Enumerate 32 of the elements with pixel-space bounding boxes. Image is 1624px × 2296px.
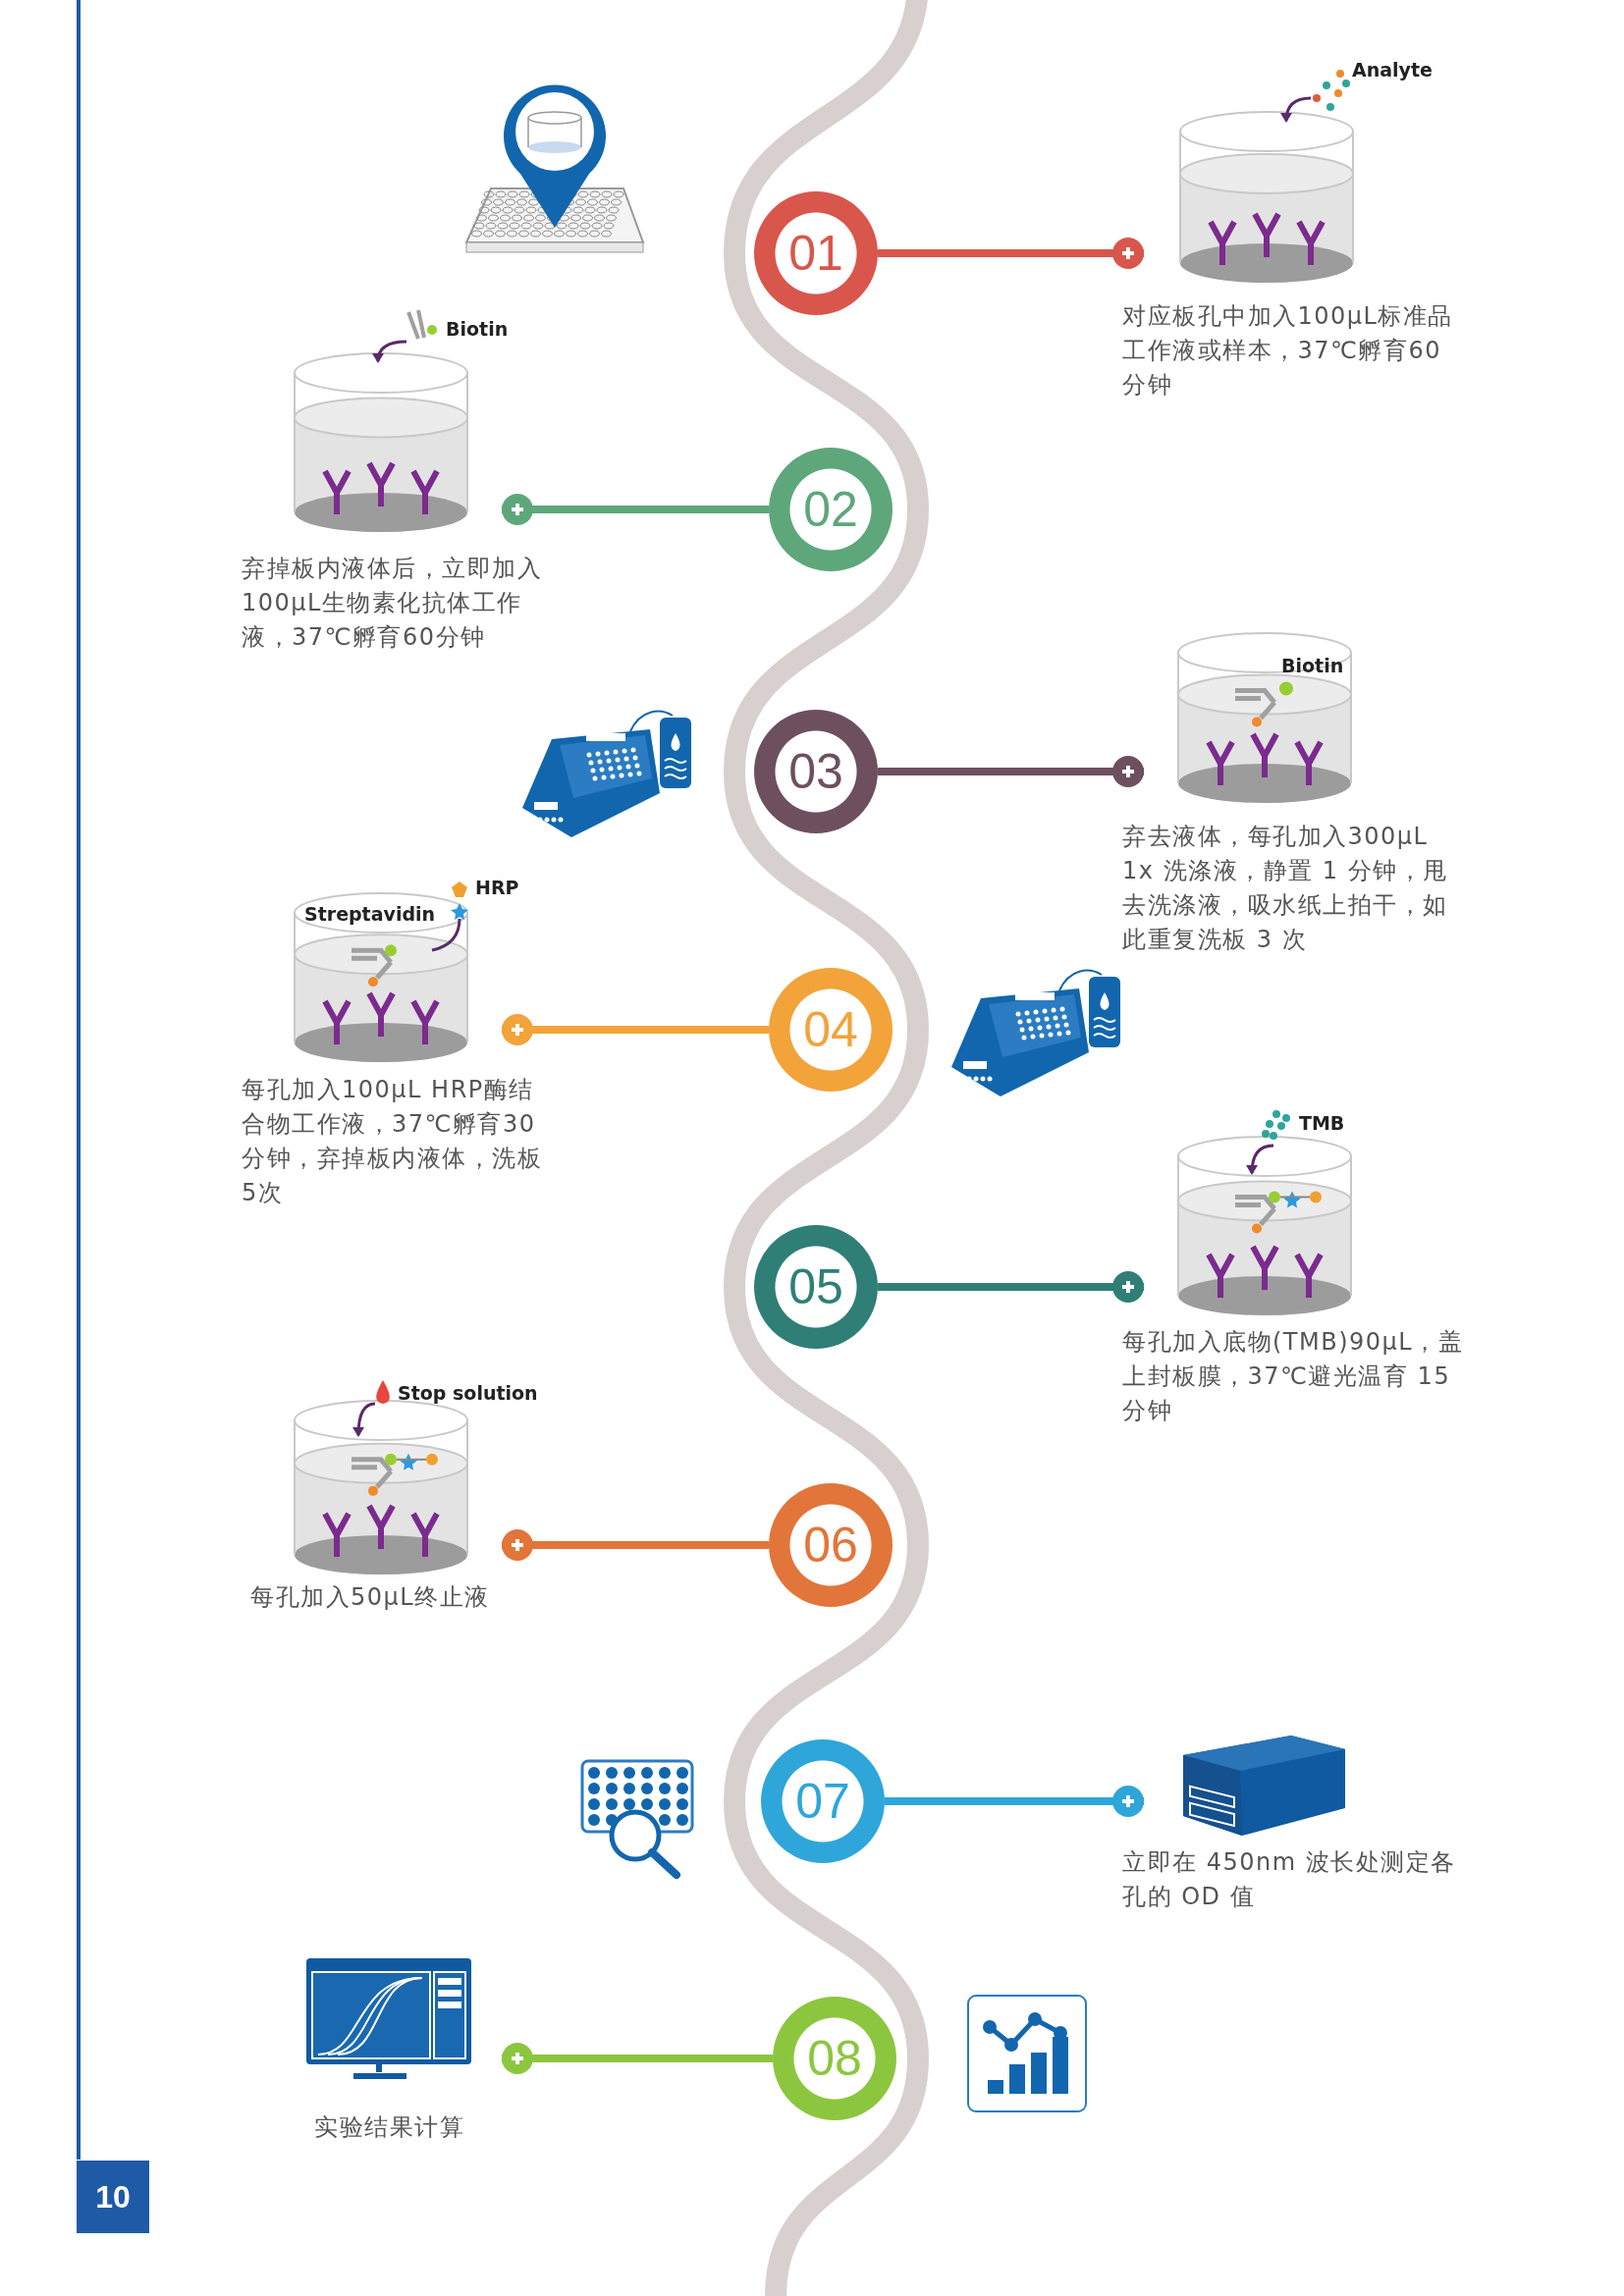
step-number-circle: 03 bbox=[754, 710, 878, 833]
step-description: 立即在 450nm 波长处测定各孔的 OD 值 bbox=[1122, 1847, 1457, 1912]
step-description: 弃去液体，每孔加入300μL 1x 洗涤液，静置 1 分钟，甩去洗涤液，吸水纸上拍干，如此重复洗板 3 次 bbox=[1122, 822, 1449, 955]
connector-line bbox=[500, 1527, 769, 1563]
reagent-label: Biotin bbox=[446, 318, 509, 340]
reagent-label: HRP bbox=[475, 877, 519, 898]
step-description: 每孔加入100μL HRP酶结合物工作液，37℃孵育30分钟，弃掉板内液体，洗板5次 bbox=[242, 1075, 543, 1208]
step-number-circle: 08 bbox=[773, 1997, 896, 2120]
connector-line bbox=[500, 2041, 773, 2076]
step-description: 每孔加入底物(TMB)90μL，盖上封板膜，37℃避光温育 15 分钟 bbox=[1122, 1327, 1465, 1426]
reagent-label: Biotin bbox=[1281, 655, 1344, 676]
connector-line bbox=[885, 1784, 1146, 1819]
step-number-circle: 07 bbox=[761, 1739, 885, 1863]
step-number-circle: 02 bbox=[769, 448, 893, 571]
connector-line bbox=[500, 1012, 769, 1047]
step-description: 每孔加入50μL终止液 bbox=[250, 1582, 491, 1613]
page-number: 10 bbox=[77, 2161, 149, 2233]
reagent-label: TMB bbox=[1299, 1112, 1345, 1134]
step-number-circle: 04 bbox=[769, 968, 893, 1092]
connector-line bbox=[500, 492, 769, 527]
reagent-label: Streptavidin bbox=[304, 903, 436, 925]
reagent-label: Stop solution bbox=[398, 1382, 538, 1404]
step-number-circle: 05 bbox=[754, 1225, 878, 1349]
step-number-circle: 01 bbox=[754, 191, 878, 315]
reagent-label: Analyte bbox=[1352, 59, 1433, 80]
step-description: 实验结果计算 bbox=[314, 2112, 465, 2143]
connector-line bbox=[878, 754, 1146, 789]
step-description: 弃掉板内液体后，立即加入100μL生物素化抗体工作液，37℃孵育60分钟 bbox=[242, 554, 543, 653]
connector-line bbox=[878, 1269, 1146, 1305]
step-description: 对应板孔中加入100μL标准品工作液或样本，37℃孵育60分钟 bbox=[1122, 301, 1454, 400]
connector-line bbox=[878, 236, 1146, 271]
step-number-circle: 06 bbox=[769, 1483, 893, 1607]
